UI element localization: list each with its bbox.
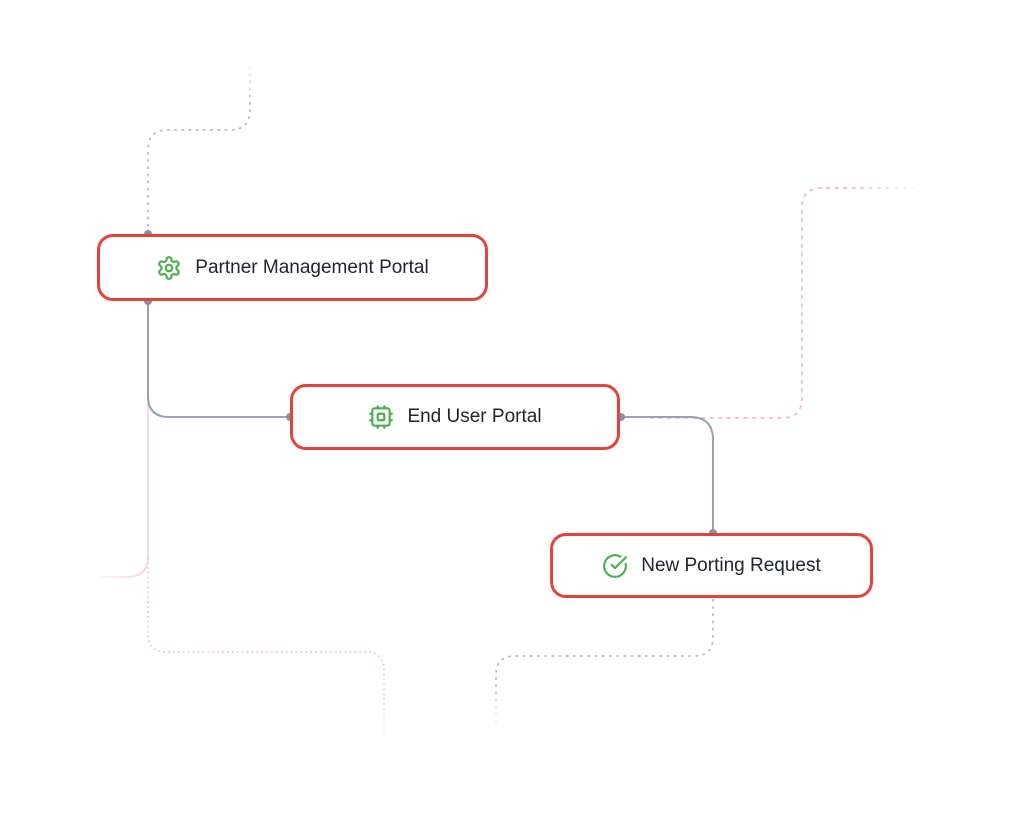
fade-right — [848, 178, 922, 198]
edge-pink-bottom — [147, 557, 385, 741]
node-label: Partner Management Portal — [195, 256, 429, 278]
edge-pink-right — [650, 187, 916, 419]
edge-pink-left — [98, 302, 149, 578]
node-label: New Porting Request — [641, 554, 821, 576]
edge-dashed-bottom — [495, 599, 714, 724]
fade-left-pink — [90, 567, 140, 587]
node-end-user-portal[interactable]: End User Portal — [290, 384, 620, 450]
check-circle-icon — [603, 553, 628, 578]
edge-partner-to-enduser[interactable] — [147, 301, 290, 418]
node-new-porting-request[interactable]: New Porting Request — [550, 533, 873, 598]
node-label: End User Portal — [407, 406, 542, 427]
cpu-icon — [369, 405, 394, 429]
gear-icon — [158, 255, 181, 280]
fade-top — [240, 58, 260, 102]
node-partner-management-portal[interactable]: Partner Management Portal — [97, 234, 488, 301]
edge-enduser-to-porting[interactable] — [621, 416, 714, 533]
edge-dashed-top — [147, 66, 251, 233]
fade-bottom-pink — [374, 690, 394, 746]
fade-bottom-gray — [486, 684, 506, 732]
